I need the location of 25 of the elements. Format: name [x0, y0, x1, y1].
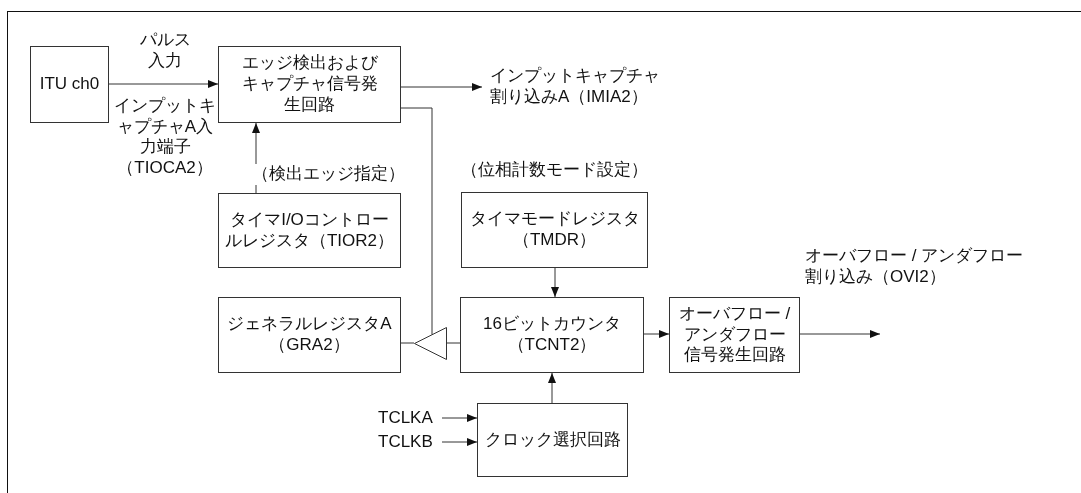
arrow	[548, 372, 556, 404]
signal-label: TCLKB	[378, 432, 442, 452]
arrow	[551, 267, 559, 298]
connector-line	[446, 342, 461, 344]
arrow	[400, 83, 483, 91]
arrow	[799, 330, 881, 338]
pin-label: インプットキャプチャA入力端子（TIOCA2）	[113, 96, 217, 179]
arrow	[441, 414, 478, 422]
register-box: タイマI/Oコントロールレジスタ（TIOR2）	[218, 193, 401, 268]
block-box: ITU ch0	[30, 46, 109, 123]
block-box: オーバフロー / アンダフロー信号発生回路	[669, 297, 800, 373]
signal-label: オーバフロー / アンダフロー割り込み（OVI2）	[805, 246, 1025, 288]
connector-line	[400, 107, 433, 335]
register-box: ジェネラルレジスタA（GRA2）	[218, 297, 401, 373]
caption-text: （位相計数モード設定）	[460, 160, 649, 181]
connector-line	[400, 342, 415, 344]
register-box: タイマモードレジスタ（TMDR）	[461, 192, 648, 268]
block-box: クロック選択回路	[477, 403, 628, 477]
arrow	[643, 330, 670, 338]
signal-label: TCLKA	[378, 408, 442, 428]
signal-label: インプットキャプチャ割り込みA（IMIA2）	[490, 66, 668, 112]
arrow	[441, 438, 478, 446]
arrow	[108, 80, 219, 88]
counter-box: 16ビットカウンタ（TCNT2）	[460, 297, 644, 373]
block-box: エッジ検出およびキャプチャ信号発生回路	[218, 46, 401, 123]
